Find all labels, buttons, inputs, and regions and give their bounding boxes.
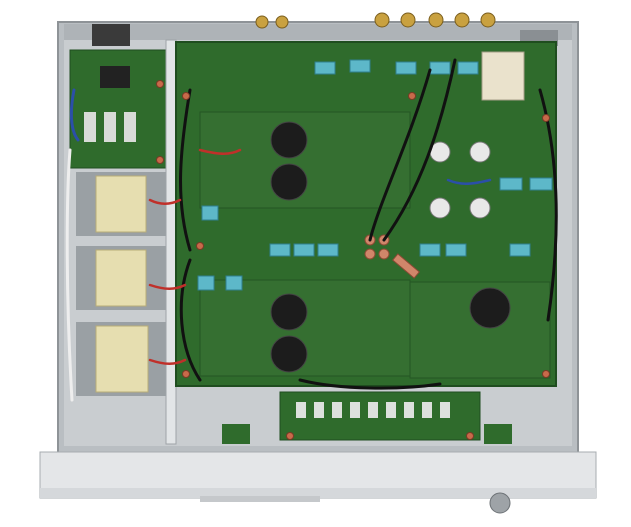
rca-jack	[255, 15, 269, 29]
fuse-holder	[84, 112, 96, 142]
rca-jack	[480, 12, 496, 28]
capacitor	[270, 163, 308, 201]
wiring	[65, 58, 558, 402]
fuse-holder	[104, 112, 116, 142]
rear-panel	[64, 24, 572, 40]
small-board	[484, 424, 512, 444]
iec-inlet	[92, 24, 130, 46]
selector-relay-row	[296, 402, 450, 418]
rca-jack	[428, 12, 444, 28]
rca-jack	[275, 15, 289, 29]
capacitor	[270, 293, 308, 331]
front-panel-edge	[40, 488, 596, 498]
board-inner-panel	[199, 111, 411, 209]
white-module	[481, 51, 525, 101]
filter-capacitors	[270, 121, 511, 373]
fuse-holder	[124, 112, 136, 142]
box-capacitors	[197, 59, 553, 291]
relay	[100, 66, 130, 88]
transformer-middle	[76, 246, 166, 310]
transformer-bottom	[76, 322, 168, 396]
capacitor	[270, 121, 308, 159]
capacitor	[270, 335, 308, 373]
rca-jack-row	[255, 12, 496, 29]
output-devices	[429, 141, 491, 219]
mounting-screws	[156, 80, 550, 440]
rca-jack	[454, 12, 470, 28]
transformer-top	[76, 172, 166, 236]
capacitor	[469, 287, 511, 329]
front-foot-left	[200, 496, 320, 502]
rca-jack	[374, 12, 390, 28]
small-board	[222, 424, 250, 444]
volume-knob-base	[489, 492, 511, 514]
rca-jack	[400, 12, 416, 28]
shield-divider	[165, 39, 177, 445]
